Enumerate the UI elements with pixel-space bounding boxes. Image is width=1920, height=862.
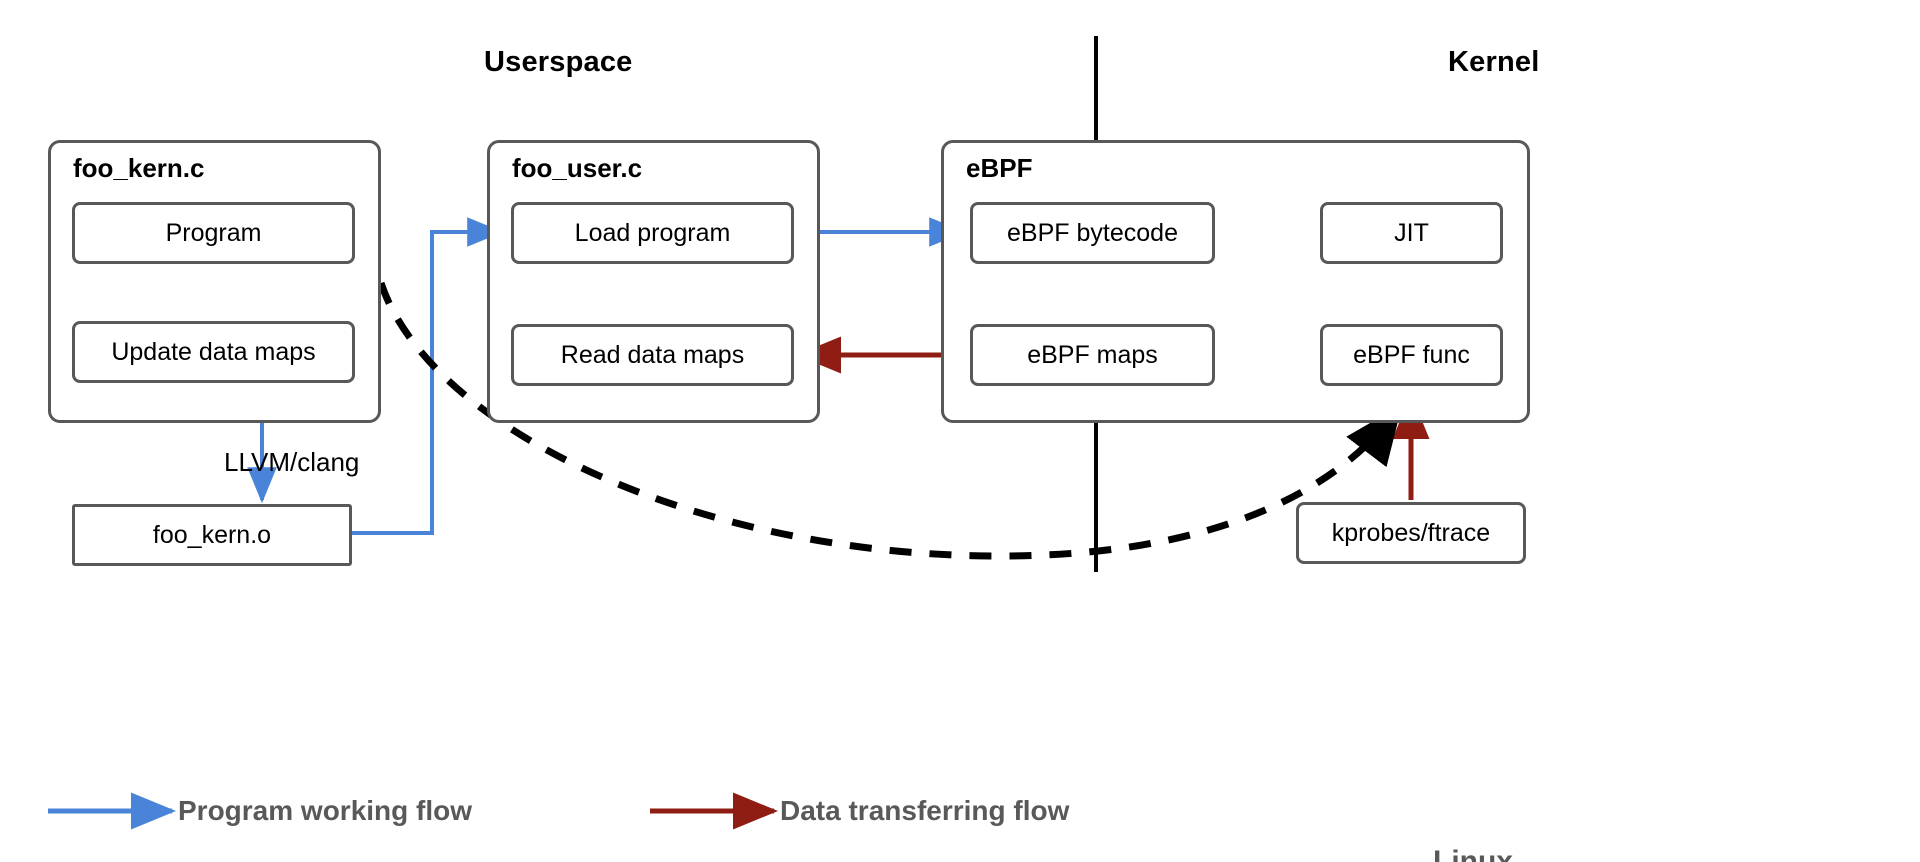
group-label-ebpf: eBPF [966, 153, 1033, 183]
node-update-data-maps[interactable]: Update data maps [72, 321, 355, 383]
arrow-right-icon [48, 791, 178, 831]
section-title-userspace: Userspace [484, 46, 633, 78]
section-title-kernel: Kernel [1448, 46, 1540, 78]
node-foo-kern-o[interactable]: foo_kern.o [72, 504, 352, 566]
legend-item-data-transferring-flow: Data transferring flow [650, 791, 1069, 831]
node-kprobes-ftrace[interactable]: kprobes/ftrace [1296, 502, 1526, 564]
node-jit[interactable]: JIT [1320, 202, 1503, 264]
node-program[interactable]: Program [72, 202, 355, 264]
footer-cut-text: Linux [1433, 845, 1513, 862]
node-ebpf-bytecode[interactable]: eBPF bytecode [970, 202, 1215, 264]
legend-label-data-transferring-flow: Data transferring flow [780, 795, 1070, 826]
arrow-right-icon [650, 791, 780, 831]
legend-item-program-working-flow: Program working flow [48, 791, 472, 831]
legend-label-program-working-flow: Program working flow [178, 795, 473, 826]
node-ebpf-func[interactable]: eBPF func [1320, 324, 1503, 386]
edge-label-llvm-clang: LLVM/clang [224, 447, 360, 477]
node-read-data-maps[interactable]: Read data maps [511, 324, 794, 386]
node-ebpf-maps[interactable]: eBPF maps [970, 324, 1215, 386]
group-label-foo-user-c: foo_user.c [512, 153, 643, 183]
node-load-program[interactable]: Load program [511, 202, 794, 264]
group-label-foo-kern-c: foo_kern.c [73, 153, 205, 183]
